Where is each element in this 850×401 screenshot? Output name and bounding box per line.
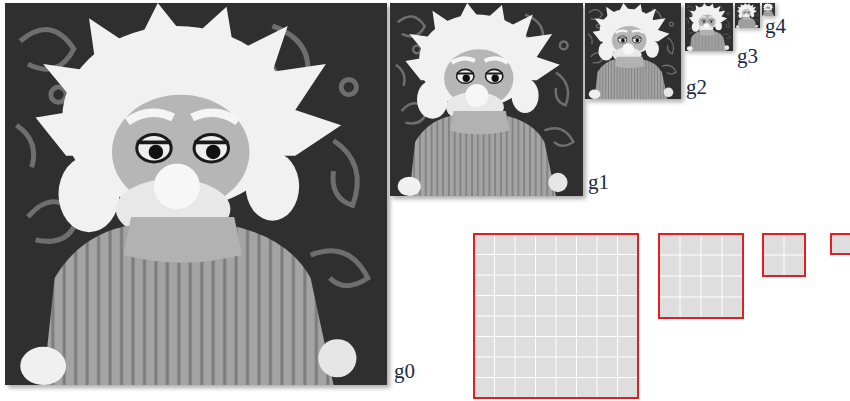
- pixel-grids: [474, 234, 850, 398]
- grid-fill: [659, 234, 743, 318]
- pyramid-level: g0: [5, 3, 387, 385]
- level-label: g2: [686, 77, 707, 98]
- photo-level: [685, 3, 733, 51]
- level-label: g4: [765, 16, 786, 37]
- grid-lines: [763, 234, 805, 276]
- photo-level: [585, 3, 681, 99]
- grid-border: [659, 234, 743, 318]
- level-label: g0: [394, 361, 415, 382]
- grid-border: [474, 234, 638, 398]
- photo-level: [762, 3, 775, 16]
- level-label: g3: [737, 46, 758, 67]
- level-label: g1: [588, 172, 609, 193]
- grid-lines: [474, 234, 638, 398]
- pyramid-photos: [5, 3, 775, 385]
- photo-level: [5, 3, 387, 385]
- pyramid-level: g4: [735, 3, 760, 28]
- grid-fill: [763, 234, 805, 276]
- pyramid-level: g2: [585, 3, 681, 99]
- grid-border: [763, 234, 805, 276]
- grid-lines: [659, 234, 743, 318]
- pyramid-level: g1: [390, 3, 583, 196]
- grid-fill: [474, 234, 638, 398]
- photo-level: [390, 3, 583, 196]
- photo-level: [735, 3, 760, 28]
- pyramid-level: g3: [685, 3, 733, 51]
- grid-cell: [831, 234, 850, 254]
